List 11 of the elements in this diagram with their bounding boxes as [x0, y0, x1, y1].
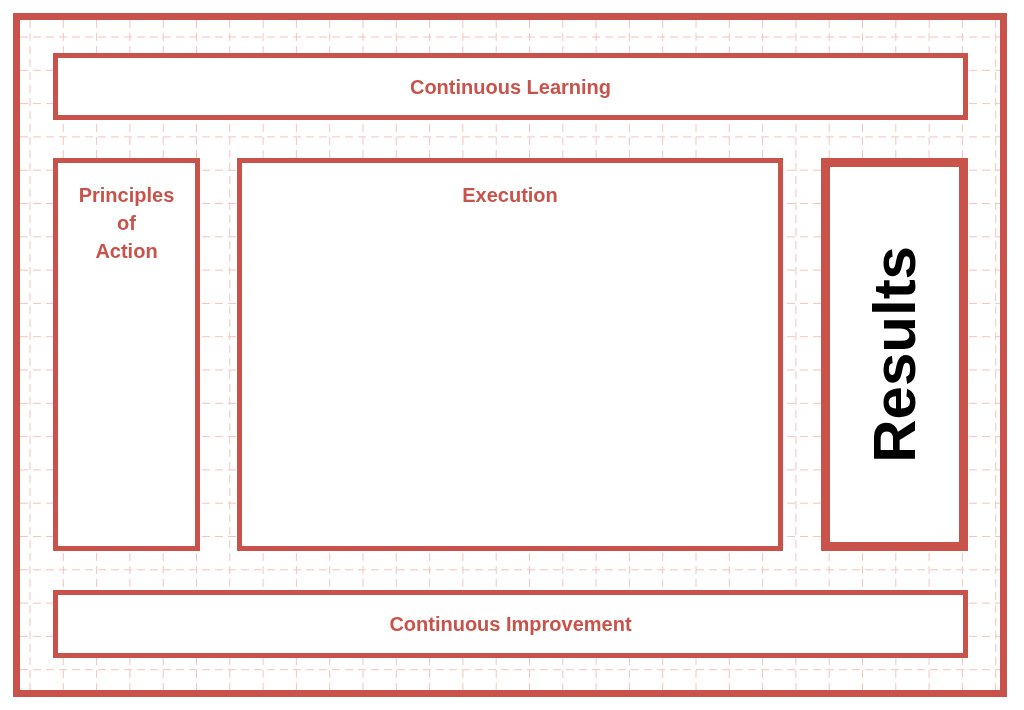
box-title: Execution [461, 183, 559, 208]
banner-box [53, 590, 968, 658]
panel-box [237, 158, 783, 551]
outer-frame [13, 13, 1007, 697]
box-title: Continuous Improvement [388, 612, 633, 637]
box-title: Continuous Learning [408, 74, 613, 100]
banner-box [53, 53, 968, 120]
column-box [821, 158, 968, 551]
column-box [53, 158, 200, 551]
box-title: Principles of Action [77, 183, 176, 264]
vertical-title: Results [864, 246, 925, 463]
